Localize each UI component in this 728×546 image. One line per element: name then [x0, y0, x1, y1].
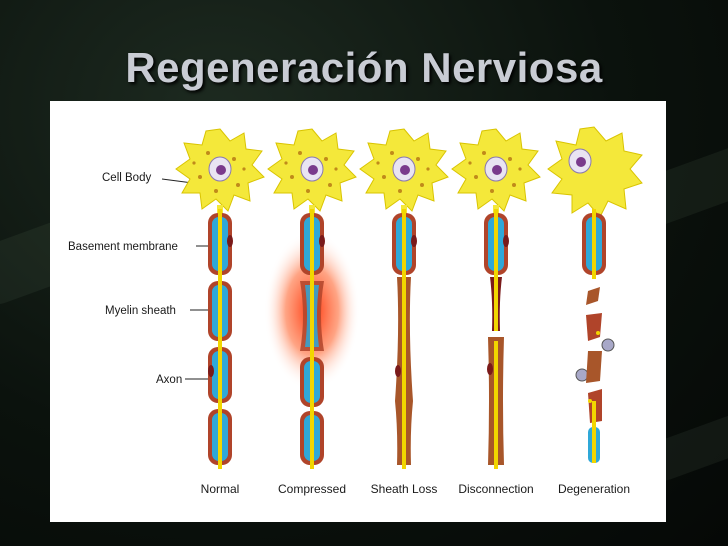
slide-title: Regeneración Nerviosa	[125, 44, 603, 91]
neuron-sheath-loss	[359, 128, 449, 469]
neuron-normal	[175, 128, 265, 469]
stage-label-sheath-loss: Sheath Loss	[371, 482, 438, 496]
label-myelin-sheath: Myelin sheath	[105, 305, 176, 317]
nerve-diagram: Cell Body Basement membrane Myelin sheat…	[68, 126, 643, 496]
label-basement-membrane: Basement membrane	[68, 241, 178, 253]
stage-labels: Normal Compressed Sheath Loss Disconnect…	[201, 482, 630, 496]
nerve-regeneration-figure: Cell Body Basement membrane Myelin sheat…	[50, 101, 666, 522]
neuron-compressed	[264, 128, 360, 469]
stage-label-normal: Normal	[201, 482, 240, 496]
label-cell-body: Cell Body	[102, 172, 151, 184]
stage-label-degeneration: Degeneration	[558, 482, 630, 496]
stage-label-compressed: Compressed	[278, 482, 346, 496]
neuron-disconnection	[451, 128, 541, 469]
neuron-degeneration	[547, 126, 643, 463]
part-labels: Cell Body Basement membrane Myelin sheat…	[68, 172, 220, 386]
label-axon: Axon	[156, 374, 182, 386]
stage-label-disconnection: Disconnection	[458, 482, 533, 496]
